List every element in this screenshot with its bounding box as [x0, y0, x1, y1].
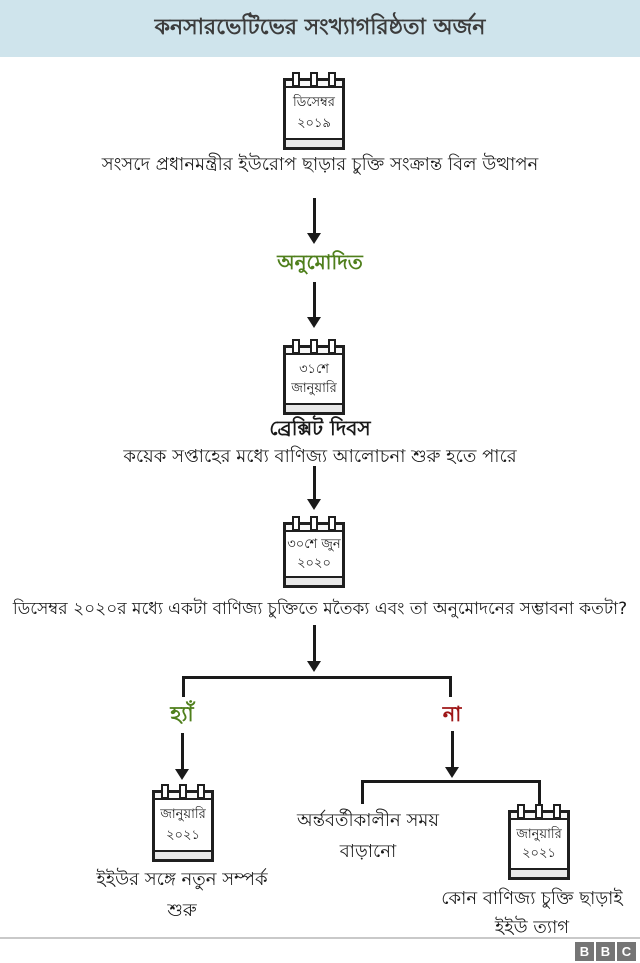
bbc-logo: B B C	[575, 942, 636, 961]
calendar-year: ২০২১	[166, 827, 200, 843]
calendar-rings	[155, 784, 211, 799]
calendar-icon-30-june-2020: ৩০শে জুন ২০২০	[283, 516, 345, 588]
calendar-ring	[292, 516, 300, 531]
calendar-bottom-strip	[511, 868, 567, 877]
brexit-day-title: ব্রেক্সিট দিবস	[269, 416, 371, 440]
arrow-head	[307, 317, 321, 328]
calendar-ring	[292, 339, 300, 354]
calendar-ring	[310, 72, 318, 87]
arrow-down-icon	[307, 198, 321, 244]
calendar-month: ডিসেম্বর	[293, 95, 335, 111]
bbc-logo-block: C	[617, 942, 636, 961]
calendar-icon-january-2021-yes: জানুয়ারি ২০২১	[152, 784, 214, 862]
calendar-icon-january-2021-no: জানুয়ারি ২০২১	[508, 804, 570, 880]
calendar-ring	[197, 784, 205, 799]
branch-connector	[182, 676, 452, 697]
approved-label: অনুমোদিত	[277, 250, 363, 274]
extend-transition-text: অর্ন্তবর্তীকালীন সময় বাড়ানো	[263, 805, 473, 867]
calendar-ring	[328, 516, 336, 531]
calendar-year: ২০২১	[522, 846, 556, 862]
calendar-bottom-strip	[286, 576, 342, 585]
yes-outcome-line2: শুরু	[167, 900, 197, 921]
calendar-bottom-strip	[286, 138, 342, 147]
page-title: কনসারভেটিভের সংখ্যাগরিষ্ঠতা অর্জন	[154, 15, 486, 40]
calendar-ring	[328, 72, 336, 87]
bbc-logo-block: B	[596, 942, 615, 961]
no-outcome-line2: ইইউ ত্যাগ	[494, 917, 570, 938]
arrow-head	[307, 499, 321, 510]
step1-caption: সংসদে প্রধানমন্ত্রীর ইউরোপ ছাড়ার চুক্তি…	[101, 154, 539, 175]
extend-transition-line1: অর্ন্তবর্তীকালীন সময়	[297, 810, 439, 831]
calendar-date: ডিসেম্বর ২০১৯	[286, 88, 342, 138]
calendar-ring	[310, 516, 318, 531]
calendar-ring	[310, 339, 318, 354]
arrow-head	[307, 233, 321, 244]
calendar-month: জানুয়ারি	[160, 807, 206, 823]
calendar-ring	[517, 804, 525, 819]
calendar-year: ২০২০	[297, 555, 331, 571]
arrow-down-icon	[307, 466, 321, 510]
calendar-rings	[286, 516, 342, 531]
no-label: না	[442, 702, 462, 726]
branch-connector	[361, 780, 541, 804]
step2-caption: কয়েক সপ্তাহের মধ্যে বাণিজ্য আলোচনা শুরু…	[123, 446, 517, 467]
calendar-month: জানুয়ারি	[516, 826, 562, 842]
calendar-date: জানুয়ারি ২০২১	[155, 800, 211, 850]
calendar-bottom-strip	[155, 850, 211, 859]
bbc-logo-block: B	[575, 942, 594, 961]
arrow-head	[307, 661, 321, 672]
calendar-date: ৩০শে জুন ২০২০	[286, 532, 342, 576]
yes-label: হ্যাঁ	[170, 702, 194, 726]
yes-outcome-text: ইইউর সঙ্গে নতুন সম্পর্ক শুরু	[32, 864, 332, 926]
calendar-ring	[179, 784, 187, 799]
calendar-day: ৩১শে	[299, 361, 329, 377]
calendar-icon-dec-2019: ডিসেম্বর ২০১৯	[283, 72, 345, 150]
calendar-ring	[535, 804, 543, 819]
calendar-rings	[286, 72, 342, 87]
arrow-shaft	[312, 282, 316, 317]
arrow-shaft	[180, 733, 184, 769]
calendar-rings	[286, 339, 342, 354]
footer-divider	[0, 937, 640, 939]
no-outcome-line1: কোন বাণিজ্য চুক্তি ছাড়াই	[441, 888, 623, 909]
arrow-shaft	[450, 731, 454, 767]
yes-outcome-line1: ইইউর সঙ্গে নতুন সম্পর্ক	[96, 869, 268, 890]
calendar-rings	[511, 804, 567, 819]
arrow-head	[445, 767, 459, 778]
no-outcome-text: কোন বাণিজ্য চুক্তি ছাড়াই ইইউ ত্যাগ	[424, 884, 640, 942]
arrow-head	[175, 769, 189, 780]
calendar-day: ৩০শে জুন	[287, 537, 341, 553]
arrow-shaft	[312, 466, 316, 499]
calendar-ring	[161, 784, 169, 799]
arrow-down-icon	[445, 731, 459, 778]
calendar-month: জানুয়ারি	[291, 381, 337, 397]
arrow-down-icon	[175, 733, 189, 780]
arrow-shaft	[312, 625, 316, 661]
calendar-date: ৩১শে জানুয়ারি	[286, 355, 342, 403]
calendar-ring	[328, 339, 336, 354]
extend-transition-line2: বাড়ানো	[339, 841, 397, 862]
calendar-ring	[292, 72, 300, 87]
arrow-down-icon	[307, 282, 321, 328]
header-band: কনসারভেটিভের সংখ্যাগরিষ্ঠতা অর্জন	[0, 0, 640, 57]
calendar-ring	[553, 804, 561, 819]
calendar-bottom-strip	[286, 403, 342, 412]
calendar-year: ২০১৯	[297, 115, 331, 131]
calendar-date: জানুয়ারি ২০২১	[511, 820, 567, 868]
decision-question: ডিসেম্বর ২০২০র মধ্যে একটা বাণিজ্য চুক্তি…	[12, 599, 628, 619]
arrow-down-icon	[307, 625, 321, 672]
calendar-icon-31-january: ৩১শে জানুয়ারি	[283, 339, 345, 415]
arrow-shaft	[312, 198, 316, 233]
